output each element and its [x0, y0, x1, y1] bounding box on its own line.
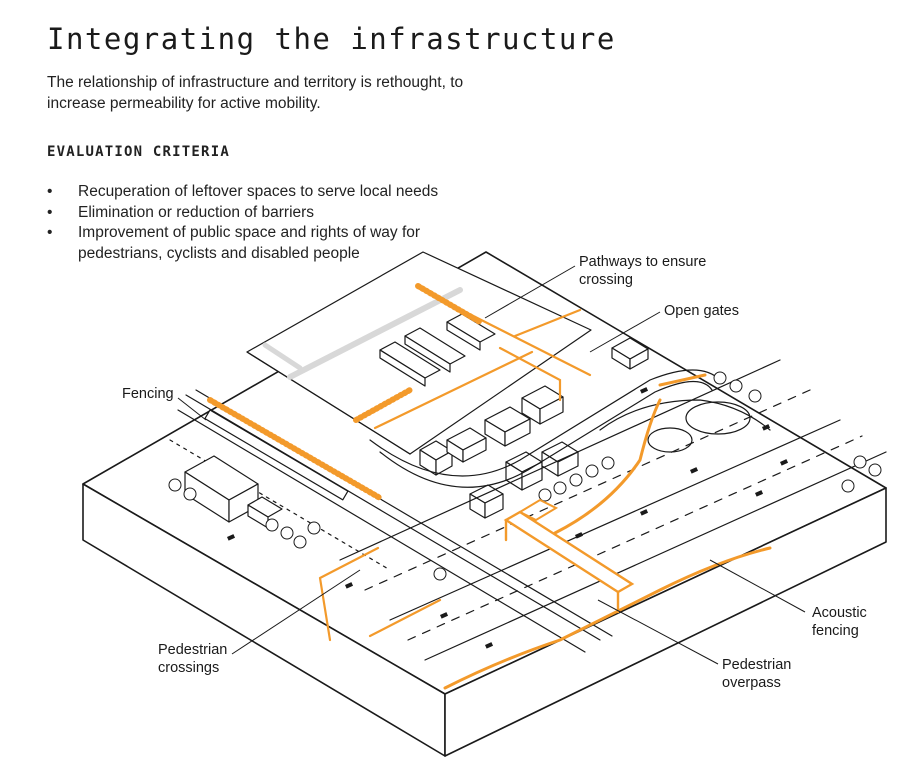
long-buildings: [379, 313, 496, 387]
label-fencing: Fencing: [122, 386, 174, 402]
trees: [168, 371, 882, 581]
pathway-crossing: [373, 286, 592, 430]
criteria-item: Recuperation of leftover spaces to serve…: [47, 182, 477, 203]
train: [204, 409, 349, 501]
label-pathways: Pathways to ensure crossing: [579, 254, 707, 288]
acoustic-fencing: [658, 373, 707, 387]
page-title: Integrating the infrastructure: [47, 22, 616, 56]
fencing-hatch: [207, 397, 383, 501]
fencing-hatch: [353, 387, 413, 423]
label-pedestrian-crossings: Pedestrian crossings: [158, 642, 228, 676]
station-building: [184, 455, 283, 529]
accent-layer: [207, 283, 772, 690]
pedestrian-overpass-highlight: [503, 510, 635, 594]
criteria-item-text: Recuperation of leftover spaces to serve…: [78, 183, 439, 200]
label-acoustic-fencing: Acoustic fencing: [812, 605, 867, 639]
acoustic-fencing: [443, 546, 772, 690]
leader-lines: [177, 265, 806, 665]
pedestrian-crossing-strip: [318, 546, 442, 642]
criteria-item-text: Improvement of public space and rights o…: [78, 224, 421, 262]
label-pedestrian-overpass: Pedestrian overpass: [722, 657, 792, 691]
motorway: [339, 359, 887, 661]
fencing-hatch: [415, 283, 483, 325]
cars: [227, 387, 789, 649]
criteria-list: Recuperation of leftover spaces to serve…: [47, 182, 477, 264]
boulevard: [369, 369, 721, 488]
criteria-item: Elimination or reduction of barriers: [47, 203, 477, 224]
criteria-heading: EVALUATION CRITERIA: [47, 144, 230, 160]
criteria-item-text: Elimination or reduction of barriers: [78, 203, 315, 221]
criteria-item: Improvement of public space and rights o…: [47, 223, 477, 264]
label-open-gates: Open gates: [664, 303, 739, 319]
overpass-ramp: [517, 498, 559, 522]
intro-text: The relationship of infrastructure and t…: [47, 74, 464, 112]
acoustic-fencing: [553, 398, 662, 535]
